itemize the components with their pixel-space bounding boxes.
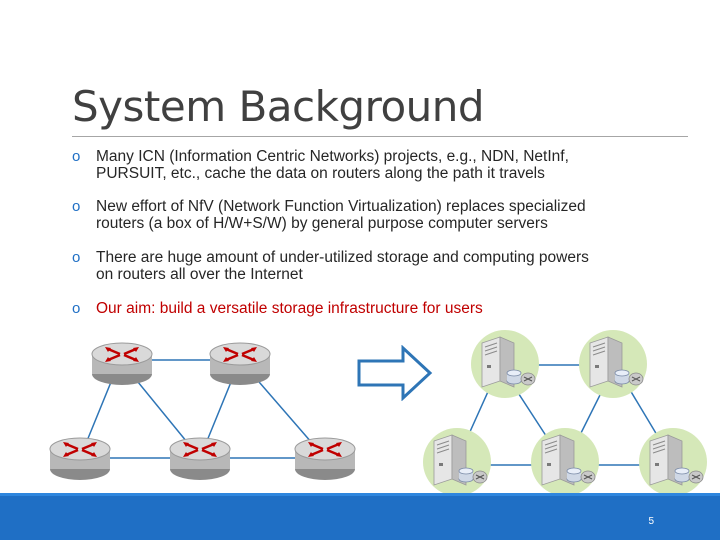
router-icon (293, 436, 357, 481)
bullet-line: There are huge amount of under-utilized … (96, 249, 589, 266)
server-storage-icon (578, 329, 648, 399)
bullet-line: New effort of NfV (Network Function Virt… (96, 198, 586, 215)
bullet-text: New effort of NfV (Network Function Virt… (96, 198, 682, 232)
bullet-list: o Many ICN (Information Centric Networks… (72, 148, 682, 334)
bullet-item: o Many ICN (Information Centric Networks… (72, 148, 682, 182)
bullet-marker: o (72, 300, 81, 317)
server-storage-icon (422, 427, 492, 495)
server-network-diagram (422, 329, 708, 495)
bullet-marker: o (72, 148, 81, 165)
bullet-text: Our aim: build a versatile storage infra… (96, 300, 682, 317)
bullet-text: There are huge amount of under-utilized … (96, 249, 682, 283)
server-storage-icon (638, 427, 708, 495)
server-storage-icon (530, 427, 600, 495)
right-arrow-icon (357, 345, 433, 401)
bullet-item: o New effort of NfV (Network Function Vi… (72, 198, 682, 232)
router-icon (48, 436, 112, 481)
bullet-text: Many ICN (Information Centric Networks) … (96, 148, 682, 182)
title-divider (72, 136, 688, 137)
router-icon (168, 436, 232, 481)
bullet-item-aim: o Our aim: build a versatile storage inf… (72, 300, 682, 317)
server-storage-icon (470, 329, 540, 399)
bullet-item: o There are huge amount of under-utilize… (72, 249, 682, 283)
router-network-diagram (48, 341, 357, 481)
bullet-line: routers (a box of H/W+S/W) by general pu… (96, 215, 548, 232)
bullet-line: PURSUIT, etc., cache the data on routers… (96, 165, 545, 182)
slide-title: System Background (72, 82, 485, 131)
router-icon (90, 341, 154, 386)
bullet-line: on routers all over the Internet (96, 266, 303, 283)
bullet-marker: o (72, 249, 81, 266)
bullet-line: Our aim: build a versatile storage infra… (96, 300, 483, 317)
bullet-marker: o (72, 198, 81, 215)
bullet-line: Many ICN (Information Centric Networks) … (96, 148, 569, 165)
page-number: 5 (648, 516, 654, 527)
footer-bar: 5 (0, 493, 720, 540)
router-icon (208, 341, 272, 386)
